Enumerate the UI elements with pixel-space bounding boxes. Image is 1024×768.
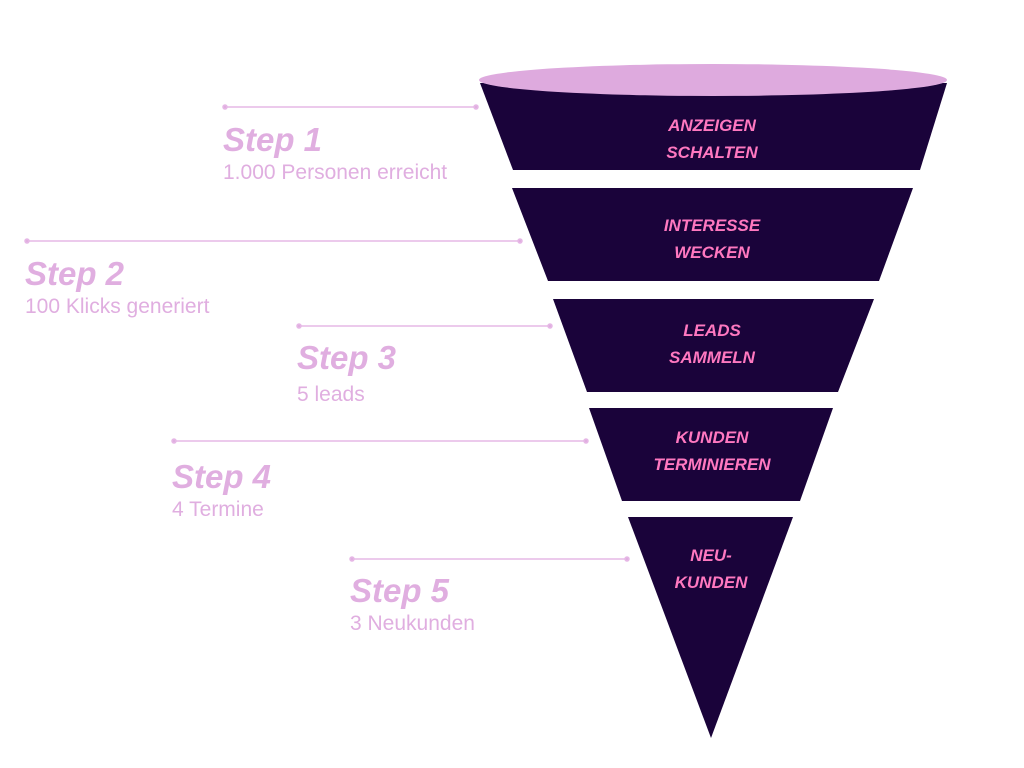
- step-subtitle: 4 Termine: [172, 498, 264, 521]
- step-subtitle: 100 Klicks generiert: [25, 295, 210, 318]
- stage-label-line: ANZEIGEN: [668, 116, 756, 135]
- step-title: Step 1: [223, 121, 323, 158]
- step-5: Step 5 3 Neukunden: [350, 573, 475, 637]
- stage-label-4: KUNDEN TERMINIEREN: [592, 424, 832, 478]
- funnel-stage-3: [553, 299, 874, 392]
- funnel-rim: [479, 64, 947, 96]
- step-subtitle: 1.000 Personen erreicht: [223, 161, 448, 184]
- stage-label-line: NEU-: [690, 546, 732, 565]
- funnel-stage-1: [480, 83, 947, 170]
- funnel-stage-5: [628, 517, 793, 738]
- step-title: Step 4: [172, 458, 272, 495]
- step-subtitle: 3 Neukunden: [350, 612, 475, 635]
- stage-label-3: LEADS SAMMELN: [592, 317, 832, 371]
- step-1: Step 1 1.000 Personen erreicht: [223, 122, 447, 186]
- step-4: Step 4 4 Termine: [172, 459, 271, 523]
- step-title: Step 3: [297, 339, 397, 376]
- step-3: Step 3 5 leads: [297, 340, 396, 408]
- stage-label-line: WECKEN: [674, 243, 750, 262]
- step-subtitle: 5 leads: [297, 383, 365, 406]
- stage-label-5: NEU- KUNDEN: [591, 542, 831, 596]
- stage-label-line: LEADS: [683, 321, 741, 340]
- funnel-stage-2: [512, 188, 913, 281]
- stage-label-1: ANZEIGEN SCHALTEN: [592, 112, 832, 166]
- stage-label-line: KUNDEN: [675, 428, 749, 447]
- funnel-stage-4: [589, 408, 833, 501]
- step-2: Step 2 100 Klicks generiert: [25, 256, 209, 320]
- step-title: Step 5: [350, 572, 450, 609]
- step-title: Step 2: [25, 255, 125, 292]
- stage-label-line: INTERESSE: [663, 216, 761, 235]
- stage-label-line: SAMMELN: [669, 348, 755, 367]
- stage-label-line: KUNDEN: [674, 573, 748, 592]
- stage-label-line: SCHALTEN: [666, 143, 758, 162]
- stage-label-line: TERMINIEREN: [653, 455, 771, 474]
- stage-label-2: INTERESSE WECKEN: [592, 212, 832, 266]
